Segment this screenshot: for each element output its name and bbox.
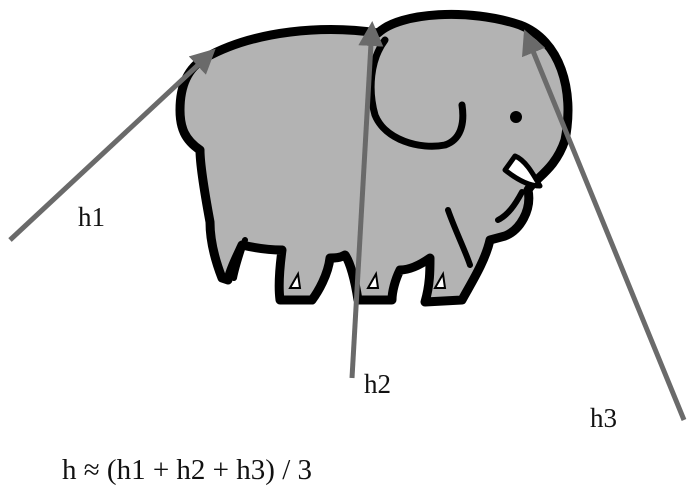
label-h2: h2 <box>364 369 391 399</box>
arrow-h1 <box>10 52 212 240</box>
height-formula: h ≈ (h1 + h2 + h3) / 3 <box>62 454 312 486</box>
arrow-h3 <box>526 34 684 420</box>
elephant-illustration <box>180 14 568 302</box>
label-h3: h3 <box>590 403 617 433</box>
label-h1: h1 <box>78 202 105 232</box>
elephant-eye <box>510 111 522 123</box>
